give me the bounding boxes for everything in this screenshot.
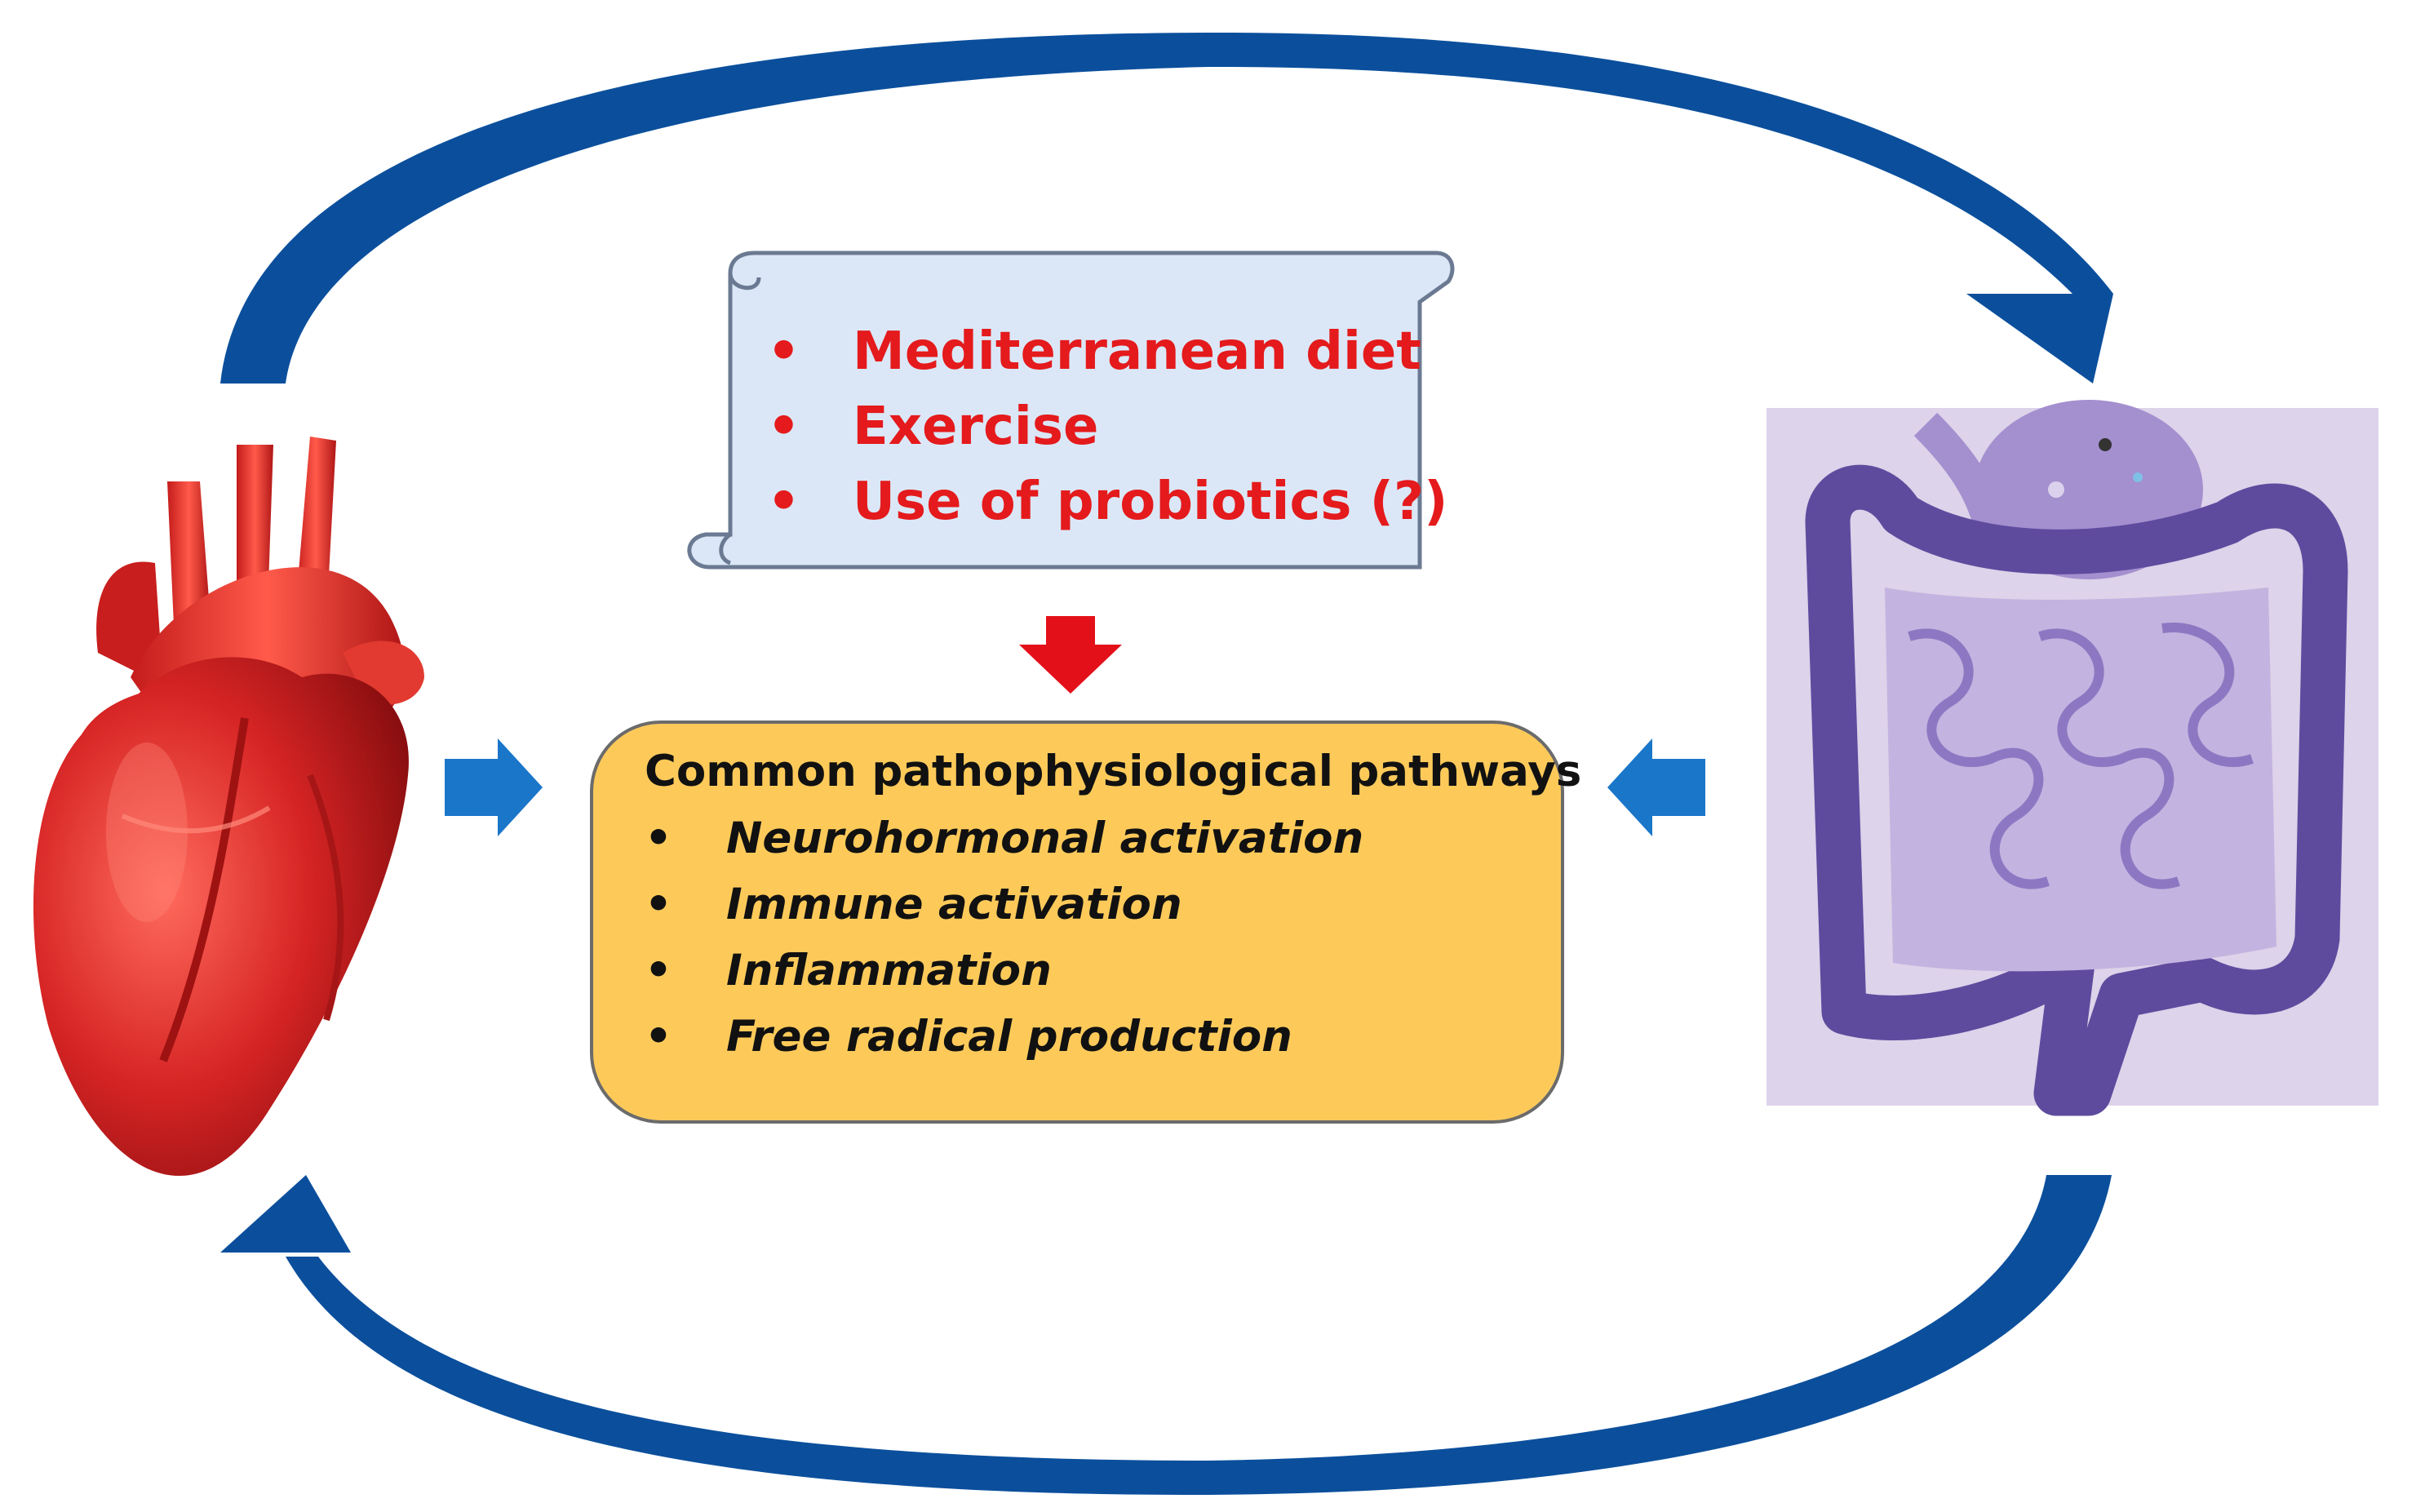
left-side-arrow — [445, 738, 543, 836]
pathway-item: •Free radical production — [645, 1012, 1292, 1062]
interventions-scroll — [687, 251, 1455, 570]
pathway-item: •Inflammation — [645, 946, 1052, 995]
pathways-box — [590, 721, 1564, 1124]
pathways-list: •Neurohormonal activation •Immune activa… — [620, 805, 1575, 1070]
intervention-item: •Mediterranean diet — [767, 321, 1421, 382]
bottom-cycle-arrow — [220, 1175, 2112, 1496]
intervention-item: •Exercise — [767, 397, 1099, 457]
pathway-item: •Neurohormonal activation — [645, 814, 1364, 863]
top-cycle-arrow — [220, 32, 2113, 384]
interventions-list: •Mediterranean diet •Exercise •Use of pr… — [767, 314, 1448, 539]
intervention-item: •Use of probiotics (?) — [767, 472, 1448, 532]
down-arrow — [1019, 616, 1122, 694]
intestine-icon — [1767, 400, 2378, 1116]
right-side-arrow — [1607, 738, 1705, 836]
heart-icon — [33, 437, 424, 1177]
pathway-item: •Immune activation — [645, 880, 1182, 929]
pathways-title: Common pathophysiological pathways — [645, 747, 1582, 796]
pathways-content: Common pathophysiological pathways •Neur… — [620, 738, 1582, 1070]
